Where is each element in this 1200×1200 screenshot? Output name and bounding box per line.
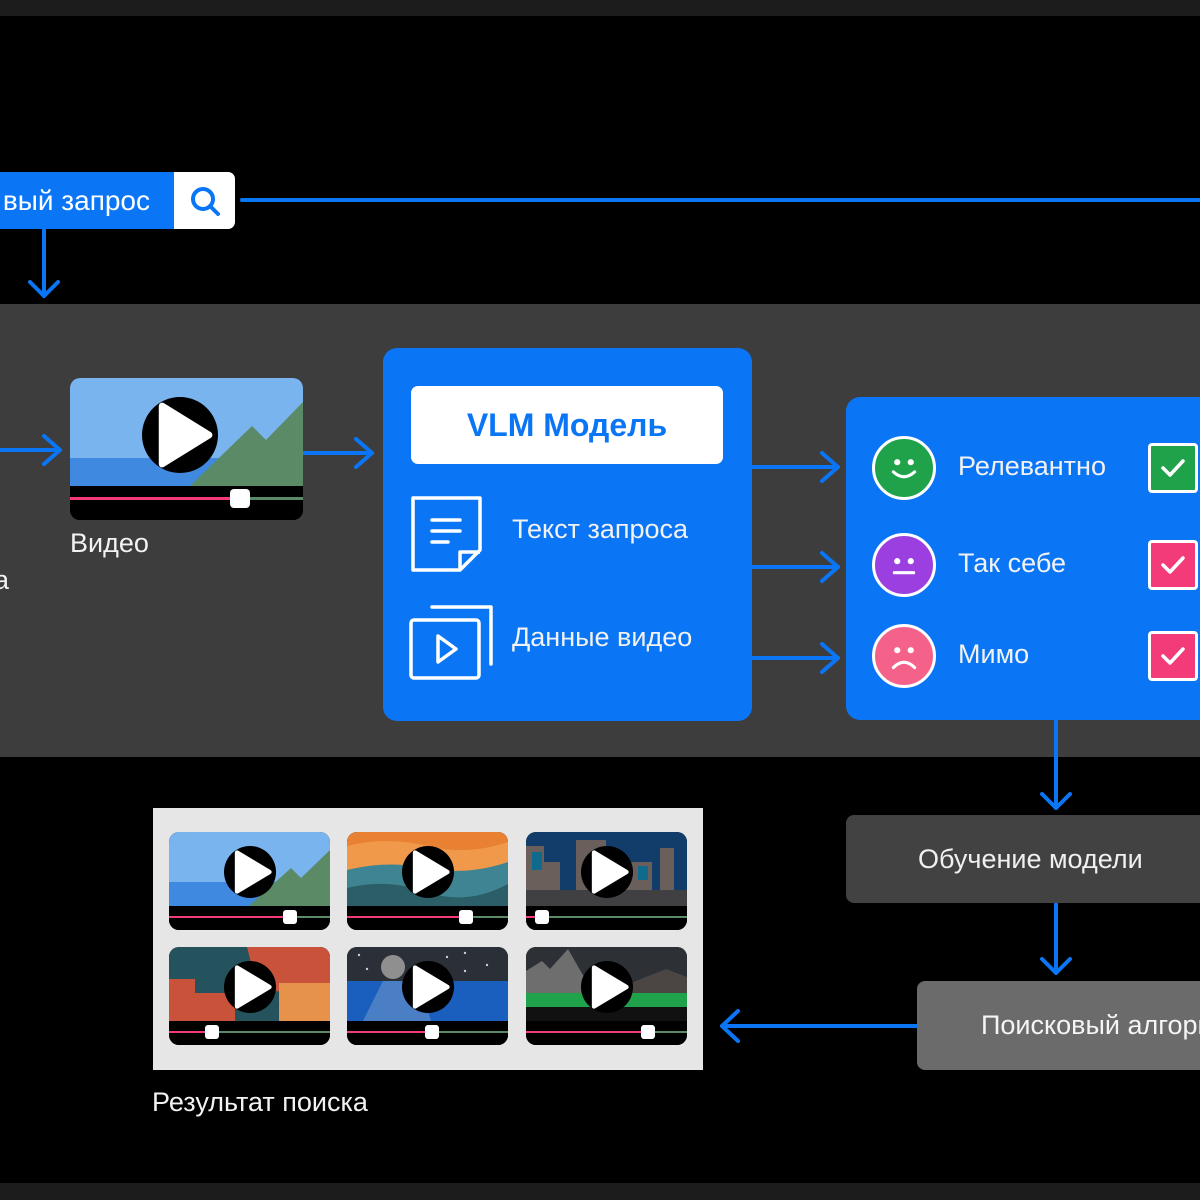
play-button[interactable] <box>581 961 633 1013</box>
search-input[interactable]: вый запрос <box>0 172 174 229</box>
progress-fill <box>169 1031 213 1033</box>
search-query-text: вый запрос <box>2 184 150 216</box>
play-icon <box>591 850 629 894</box>
video-stack-icon <box>409 605 493 680</box>
partial-left-label: а <box>0 565 10 595</box>
top-strip <box>0 0 1200 16</box>
search-icon <box>190 186 220 216</box>
progress-fill <box>347 1031 433 1033</box>
arrow-search-down <box>28 227 60 298</box>
progress-fill <box>347 916 467 918</box>
arrow-training-to-algo <box>1040 901 1072 975</box>
progress-fill <box>169 916 290 918</box>
play-button[interactable] <box>142 397 218 473</box>
video-progress-fill <box>70 497 241 500</box>
sad-face-icon <box>872 624 936 688</box>
progress-fill <box>526 1031 649 1033</box>
play-button[interactable] <box>224 961 276 1013</box>
rating-checkbox[interactable] <box>1148 443 1198 493</box>
vlm-model-title: VLM Модель <box>411 386 723 464</box>
search-box[interactable]: вый запрос <box>0 172 235 229</box>
rating-label: Так себе <box>958 548 1066 578</box>
progress-track <box>169 1031 330 1033</box>
scrubber-handle[interactable] <box>425 1025 440 1039</box>
rating-label: Релевантно <box>958 451 1106 481</box>
result-video-thumbnail[interactable] <box>347 832 508 930</box>
play-icon <box>591 965 629 1009</box>
result-video-thumbnail[interactable] <box>526 832 687 930</box>
search-algorithm-block: Поисковый алгоритм <box>917 981 1200 1070</box>
result-video-thumbnail[interactable] <box>526 947 687 1045</box>
rating-label: Мимо <box>958 639 1030 669</box>
play-icon <box>158 402 213 468</box>
scrubber-handle[interactable] <box>641 1025 656 1039</box>
progress-track <box>526 916 687 918</box>
play-icon <box>412 965 450 1009</box>
input-video-thumbnail[interactable] <box>70 378 303 520</box>
document-icon <box>411 496 482 572</box>
neutral-face-icon <box>872 533 936 597</box>
play-button[interactable] <box>402 846 454 898</box>
scrubber-handle[interactable] <box>282 910 297 924</box>
play-button[interactable] <box>224 846 276 898</box>
search-button[interactable] <box>174 172 235 229</box>
model-training-block: Обучение модели <box>846 815 1200 903</box>
rating-checkbox[interactable] <box>1148 631 1198 681</box>
checkmark-icon <box>1161 556 1185 574</box>
checkmark-icon <box>1161 459 1185 477</box>
rating-checkbox[interactable] <box>1148 540 1198 590</box>
play-button[interactable] <box>402 961 454 1013</box>
result-video-thumbnail[interactable] <box>347 947 508 1045</box>
happy-face-icon <box>872 436 936 500</box>
play-icon <box>234 965 272 1009</box>
video-data-label: Данные видео <box>512 622 693 652</box>
video-label: Видео <box>70 528 149 558</box>
search-results-caption: Результат поиска <box>152 1087 368 1117</box>
search-algorithm-label: Поисковый алгоритм <box>981 1010 1200 1040</box>
query-text-label: Текст запроса <box>512 514 689 544</box>
play-icon <box>412 850 450 894</box>
video-scrubber-handle[interactable] <box>230 489 251 508</box>
model-training-label: Обучение модели <box>918 843 1143 874</box>
result-video-thumbnail[interactable] <box>169 832 330 930</box>
checkmark-icon <box>1161 647 1185 665</box>
progress-fill <box>526 916 543 918</box>
scrubber-handle[interactable] <box>459 910 474 924</box>
scrubber-handle[interactable] <box>535 910 550 924</box>
bottom-strip <box>0 1183 1200 1200</box>
result-video-thumbnail[interactable] <box>169 947 330 1045</box>
play-icon <box>234 850 272 894</box>
scrubber-handle[interactable] <box>205 1025 220 1039</box>
arrow-algo-to-results <box>720 1009 919 1043</box>
play-button[interactable] <box>581 846 633 898</box>
